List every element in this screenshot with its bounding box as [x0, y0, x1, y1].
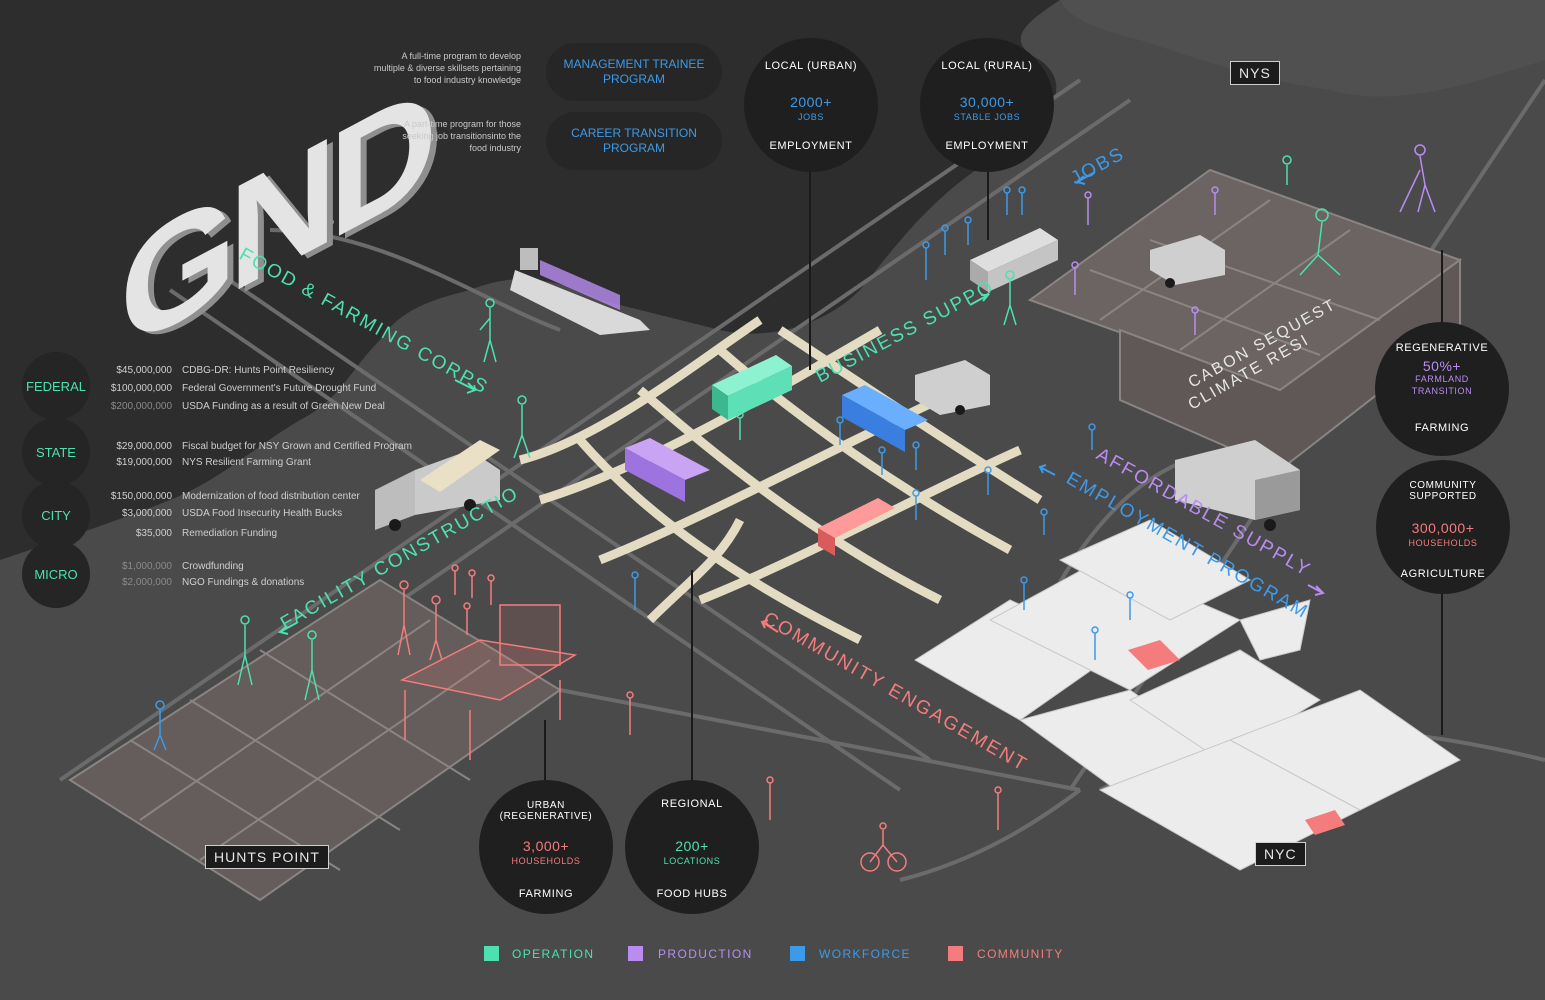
truck-farm	[1150, 235, 1225, 288]
funding-amount: $100,000,000	[110, 383, 172, 394]
funding-desc: NGO Fundings & donations	[182, 577, 305, 588]
stat-urban-regenerative-farming: URBAN (REGENERATIVE) 3,000+ HOUSEHOLDS F…	[479, 780, 613, 914]
legend-swatch-production	[628, 946, 643, 961]
stat-local-rural-employment: LOCAL (RURAL) 30,000+ STABLE JOBS EMPLOY…	[920, 38, 1054, 172]
legend-label-community: COMMUNITY	[977, 947, 1064, 961]
workforce-block	[842, 385, 928, 452]
legend-label-production: PRODUCTION	[658, 947, 753, 961]
callout-lines	[544, 170, 1443, 780]
operation-block	[712, 355, 792, 420]
cargo-ship	[510, 248, 650, 335]
flow-arrows	[277, 171, 1325, 635]
place-label-nys: NYS	[1230, 61, 1280, 85]
production-block	[625, 438, 710, 502]
funding-amount: $45,000,000	[116, 365, 172, 376]
funding-amount: $150,000,000	[110, 491, 172, 502]
funding-desc: Federal Government's Future Drought Fund	[182, 383, 377, 394]
funding-amount: $19,000,000	[116, 457, 172, 468]
funding-amount: $3,000,000	[121, 508, 172, 519]
figure-group	[153, 144, 1436, 872]
funding-level-federal: FEDERAL	[22, 352, 90, 420]
place-label-nyc: NYC	[1255, 842, 1306, 866]
warehouse	[970, 228, 1058, 292]
funding-desc: Fiscal budget for NSY Grown and Certifie…	[182, 441, 412, 452]
funding-amount: $200,000,000	[110, 401, 172, 412]
program-label: PROGRAM	[602, 141, 665, 155]
funding-desc: USDA Funding as a result of Green New De…	[182, 401, 385, 412]
stat-community-supported-agriculture: COMMUNITY SUPPORTED 300,000+ HOUSEHOLDS …	[1376, 460, 1510, 594]
funding-level-city: CITY	[22, 481, 90, 549]
funding-amount: $1,000,000	[121, 561, 172, 572]
urban-farm-pavilion	[399, 604, 578, 760]
truck-right	[1175, 440, 1300, 531]
city-blocks	[914, 519, 1461, 871]
community-block	[818, 498, 895, 556]
legend-swatch-operation	[484, 946, 499, 961]
funding-level-state: STATE	[22, 418, 90, 486]
funding-amount: $29,000,000	[116, 441, 172, 452]
program-label: PROGRAM	[602, 72, 665, 86]
stat-local-urban-employment: LOCAL (URBAN) 2000+ JOBS EMPLOYMENT	[744, 38, 878, 172]
legend-swatch-workforce	[790, 946, 805, 961]
program-label: CAREER TRANSITION	[571, 126, 697, 140]
program-label: MANAGEMENT TRAINEE	[563, 57, 705, 71]
truck-center	[915, 360, 990, 415]
legend-label-workforce: WORKFORCE	[819, 947, 911, 961]
truck-left	[375, 440, 500, 531]
funding-desc: CDBG-DR: Hunts Point Resiliency	[182, 365, 335, 376]
legend-swatch-community	[948, 946, 963, 961]
place-label-hunts-point: HUNTS POINT	[205, 845, 329, 869]
funding-desc: NYS Resilient Farming Grant	[182, 457, 311, 468]
funding-amount: $2,000,000	[121, 577, 172, 588]
legend-label-operation: OPERATION	[512, 947, 595, 961]
stat-regenerative-farming: REGENERATIVE 50%+ FARMLAND TRANSITION FA…	[1375, 322, 1509, 456]
funding-level-micro: MICRO	[22, 540, 90, 608]
funding-amount: $35,000	[135, 528, 172, 539]
funding-desc: Crowdfunding	[182, 561, 244, 572]
funding-desc: Remediation Funding	[182, 528, 278, 539]
light-region-top-right	[1060, 0, 1545, 97]
funding-desc: USDA Food Insecurity Health Bucks	[182, 508, 343, 519]
stat-regional-food-hubs: REGIONAL 200+ LOCATIONS FOOD HUBS	[625, 780, 759, 914]
funding-desc: Modernization of food distribution cente…	[182, 491, 360, 502]
